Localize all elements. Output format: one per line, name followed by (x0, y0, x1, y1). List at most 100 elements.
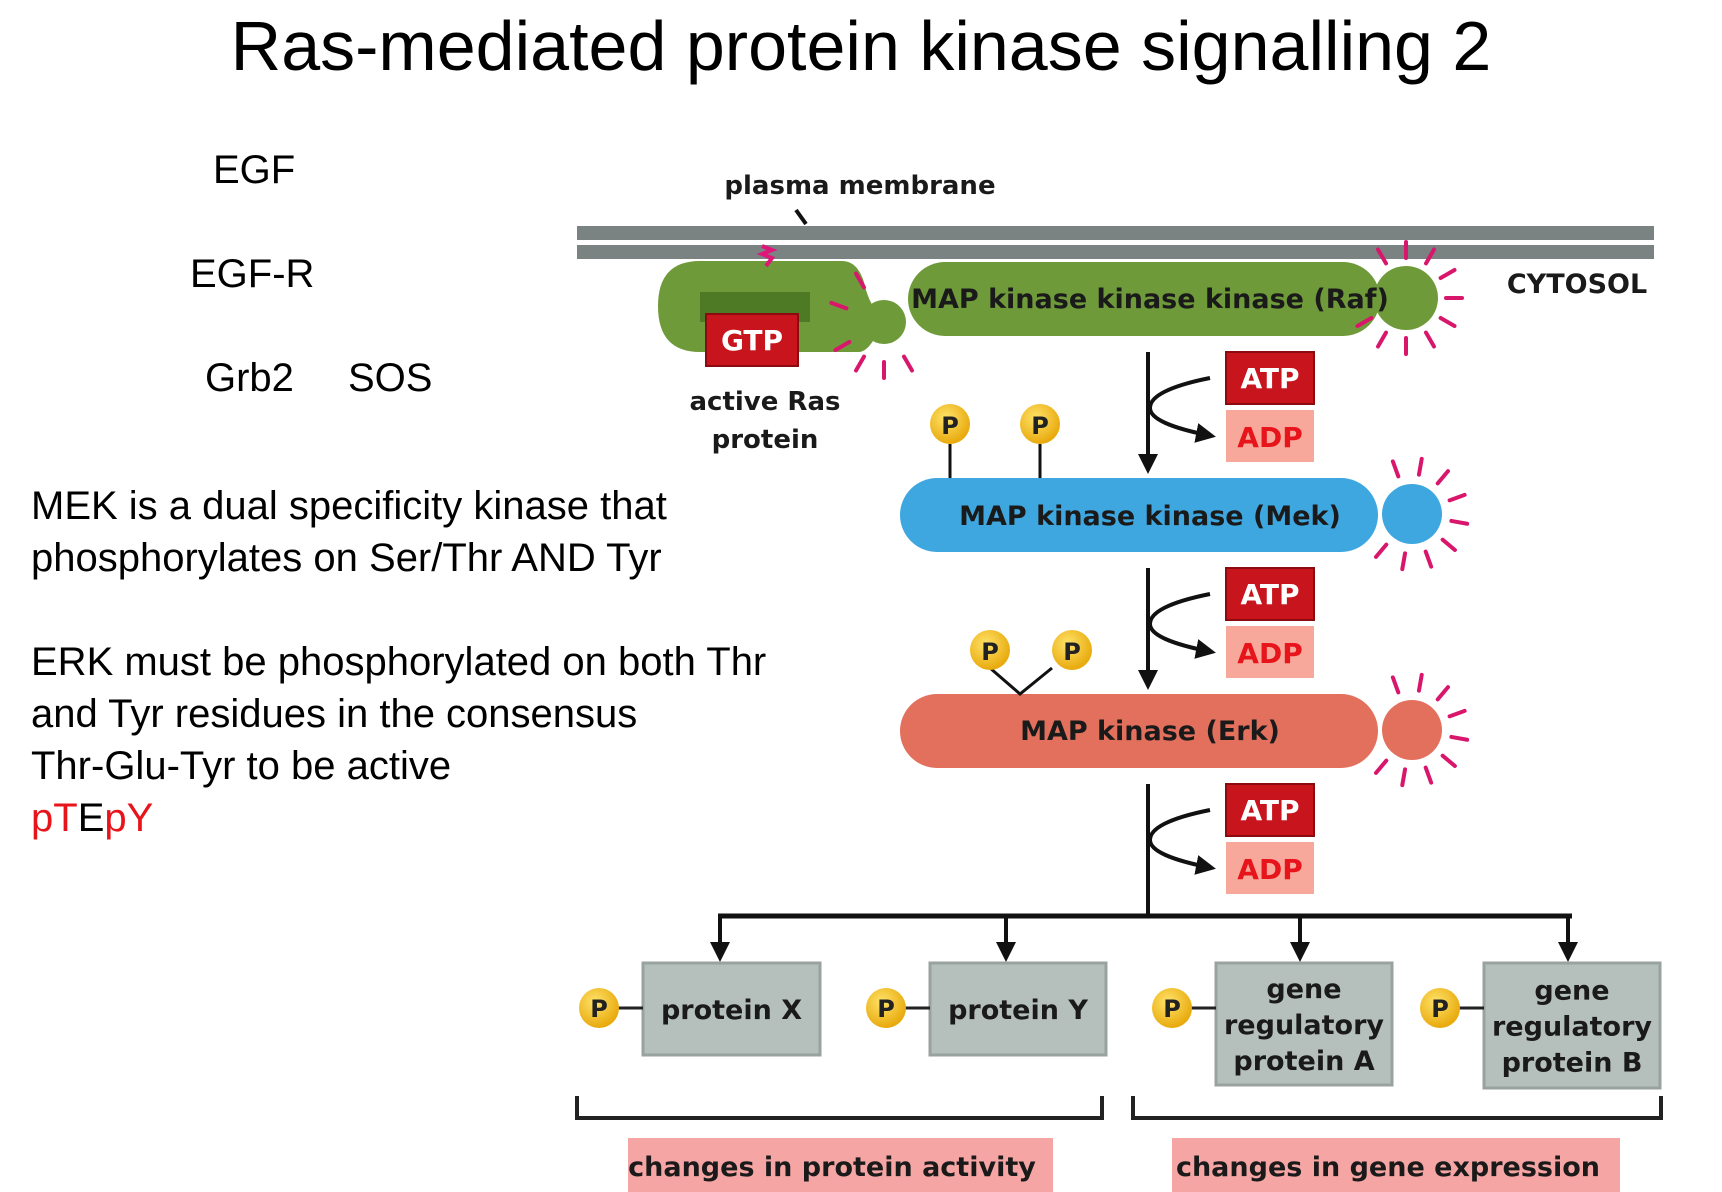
phosphate-icon: P (970, 630, 1010, 670)
atp-label: ATP (1240, 794, 1299, 827)
mek-note-line-1: MEK is a dual specificity kinase that (31, 484, 667, 528)
phosphate-icon: P (579, 988, 619, 1028)
activation-dash (1376, 330, 1388, 349)
target-label: protein Y (948, 995, 1088, 1026)
erk-note-line-1: ERK must be phosphorylated on both Thr (31, 640, 767, 684)
mek-note-line-2: phosphorylates on Ser/Thr AND Tyr (31, 536, 662, 580)
adp-badge: ADP (1226, 842, 1314, 894)
erk-knob (1382, 700, 1442, 760)
protein-activity-bracket (575, 1096, 1104, 1120)
activation-dash (1435, 469, 1450, 486)
mek-knob (1382, 484, 1442, 544)
atp-badge: ATP (1225, 783, 1315, 837)
lipid-anchor-icon (756, 244, 778, 268)
phosphate-label: P (590, 995, 608, 1023)
atp-label: ATP (1240, 578, 1299, 611)
erk-note: ERK must be phosphorylated on both Thr a… (31, 636, 766, 844)
sos-label: SOS (348, 356, 433, 400)
erk-note-line-3: Thr-Glu-Tyr to be active (31, 744, 452, 788)
phosphate-stalk (989, 666, 1053, 696)
gtp-label: GTP (721, 324, 783, 357)
activation-dash (1416, 456, 1424, 477)
mek-kinase: MAP kinase kinase (Mek) (900, 478, 1442, 552)
raf-knob (1374, 266, 1438, 330)
motif-char: T (53, 796, 78, 840)
phosphate-icon: P (1020, 404, 1060, 444)
adp-label: ADP (1237, 421, 1302, 454)
mek-note: MEK is a dual specificity kinase that ph… (31, 480, 667, 584)
phosphate-label: P (1431, 995, 1449, 1023)
egf-label: EGF (213, 148, 296, 192)
activation-dash (1390, 459, 1401, 479)
activation-dash (1438, 316, 1457, 328)
cytosol-label: CYTOSOL (1507, 269, 1647, 300)
downstream-branches (710, 880, 1578, 962)
activation-dash (1376, 247, 1388, 266)
membrane-outer-layer (577, 226, 1654, 240)
activation-dash (1449, 734, 1470, 742)
membrane-inner-layer (577, 245, 1654, 259)
mek-phosphates: P P (930, 404, 1060, 478)
ras-label-line-2: protein (712, 425, 819, 455)
motif-char: p (31, 796, 54, 840)
phosphorylation-step: ATP ADP (1138, 351, 1315, 474)
activation-dash (1355, 316, 1374, 328)
target-box (1482, 961, 1662, 1090)
erk-kinase: MAP kinase (Erk) (900, 694, 1442, 768)
activation-dash (1423, 765, 1434, 785)
membrane-pointer (794, 208, 808, 226)
target-label: gene (1266, 974, 1341, 1005)
adp-badge: ADP (1226, 626, 1314, 678)
target-label: protein A (1233, 1046, 1374, 1077)
activation-dash (1400, 551, 1408, 572)
activation-dash (829, 300, 849, 311)
activation-dash (1447, 708, 1467, 719)
ras-knob (862, 300, 906, 344)
activation-dash (1435, 685, 1450, 702)
phosphate-label: P (981, 638, 999, 666)
activation-dash (1440, 753, 1457, 768)
phosphate-label: P (1063, 638, 1081, 666)
activation-dash (1424, 330, 1436, 349)
ras-label-line-1: active Ras (690, 387, 841, 417)
atp-to-adp-arrow (1147, 808, 1216, 875)
activation-dash (833, 340, 852, 352)
target-label: protein B (1502, 1048, 1643, 1079)
activation-dash (854, 271, 866, 290)
gene-expression-bracket (1131, 1096, 1663, 1120)
phosphate-icon: P (1420, 988, 1460, 1028)
gtp-badge: GTP (705, 313, 799, 367)
atp-to-adp-arrow (1147, 592, 1216, 659)
slide-title: Ras-mediated protein kinase signalling 2 (230, 7, 1492, 85)
phosphorylation-steps: ATP ADP ATP ADP ATP ADP (1138, 351, 1315, 894)
activation-dash (1374, 758, 1389, 775)
phosphate-icon: P (930, 404, 970, 444)
atp-badge: ATP (1225, 351, 1315, 405)
phosphate-label: P (877, 995, 895, 1023)
erk-note-line-2: and Tyr residues in the consensus (31, 692, 638, 736)
target-label: gene (1534, 976, 1609, 1007)
raf-label: MAP kinase kinase kinase (Raf) (911, 284, 1389, 315)
activation-dash (1416, 672, 1424, 693)
target-label: protein X (661, 995, 802, 1026)
raf-kinase: MAP kinase kinase kinase (Raf) (908, 262, 1438, 336)
target-label: regulatory (1492, 1012, 1652, 1043)
activation-dash (1400, 767, 1408, 788)
plasma-membrane-label: plasma membrane (724, 171, 995, 201)
activation-dash (1424, 247, 1436, 266)
target-box (1214, 961, 1394, 1087)
mek-label: MAP kinase kinase (Mek) (959, 501, 1341, 532)
adp-label: ADP (1237, 637, 1302, 670)
activation-dash (854, 354, 866, 373)
atp-to-adp-arrow (1147, 376, 1216, 443)
motif-char: E (77, 796, 105, 840)
target-label: regulatory (1224, 1010, 1384, 1041)
phosphate-icon: P (866, 988, 906, 1028)
phosphorylation-step: ATP ADP (1146, 783, 1315, 894)
motif-char: p (104, 796, 127, 840)
activation-dash (1374, 542, 1389, 559)
